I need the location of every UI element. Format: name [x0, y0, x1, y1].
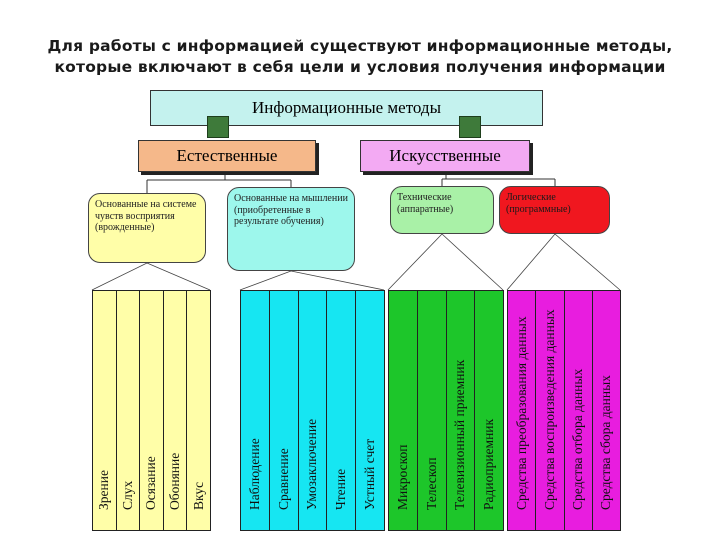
technical-box: Технические (аппаратные)	[390, 186, 494, 234]
method-column: Средства сбора данных	[591, 290, 621, 531]
method-column: Обоняние	[162, 290, 188, 531]
method-column: Сравнение	[268, 290, 299, 531]
method-column-label: Слух	[119, 480, 135, 510]
method-column-label: Чтение	[333, 468, 349, 510]
method-column-label: Устный счет	[362, 438, 378, 510]
method-column-label: Умозаключение	[304, 418, 320, 510]
method-column-label: Микроскоп	[394, 444, 410, 510]
method-column-label: Обоняние	[167, 452, 183, 510]
method-column-label: Сравнение	[275, 448, 291, 510]
logical-box: Логические (программные)	[499, 186, 610, 234]
title-line-2: которые включают в себя цели и условия п…	[54, 58, 666, 76]
perception-based-box: Основанные на системе чувств восприятия …	[88, 193, 206, 263]
title-line-1: Для работы с информацией существуют инфо…	[47, 37, 673, 55]
method-column-label: Средства сбора данных	[598, 375, 614, 510]
method-column-label: Осязание	[143, 456, 159, 510]
method-column-label: Средства отбора данных	[570, 368, 586, 510]
method-column: Микроскоп	[388, 290, 418, 531]
thinking-based-box: Основанные на мышлении (приобретенные в …	[227, 187, 355, 271]
arrow-down-icon	[459, 116, 481, 138]
natural-methods-box: Естественные	[138, 140, 316, 172]
method-column: Средства отбора данных	[563, 290, 593, 531]
method-column-label: Средства воспроизведения данных	[541, 309, 557, 510]
method-column: Устный счет	[355, 290, 385, 531]
method-column: Средства воспроизведения данных	[535, 290, 565, 531]
method-column: Осязание	[139, 290, 164, 531]
method-column: Чтение	[326, 290, 357, 531]
method-column: Вкус	[186, 290, 211, 531]
method-column: Средства преобразования данных	[507, 290, 537, 531]
method-column-label: Зрение	[96, 470, 112, 510]
method-column-label: Телескоп	[423, 457, 439, 510]
method-column-label: Радиоприемник	[481, 418, 497, 510]
natural-methods-label: Естественные	[176, 146, 278, 165]
method-column: Наблюдение	[240, 290, 270, 531]
method-column: Телевизионный приемник	[445, 290, 476, 531]
method-column: Радиоприемник	[474, 290, 504, 531]
artificial-methods-box: Искусственные	[360, 140, 530, 172]
slide-title: Для работы с информацией существуют инфо…	[0, 36, 720, 78]
method-column-label: Телевизионный приемник	[452, 359, 468, 510]
method-column: Зрение	[92, 290, 117, 531]
method-column-label: Вкус	[190, 481, 206, 510]
artificial-methods-label: Искусственные	[389, 146, 501, 165]
information-methods-label: Информационные методы	[251, 98, 442, 117]
method-column: Умозаключение	[297, 290, 328, 531]
arrow-down-icon	[207, 116, 229, 138]
method-column-label: Средства преобразования данных	[513, 316, 529, 510]
method-column-label: Наблюдение	[246, 438, 262, 510]
method-column: Слух	[115, 290, 141, 531]
method-column: Телескоп	[416, 290, 447, 531]
